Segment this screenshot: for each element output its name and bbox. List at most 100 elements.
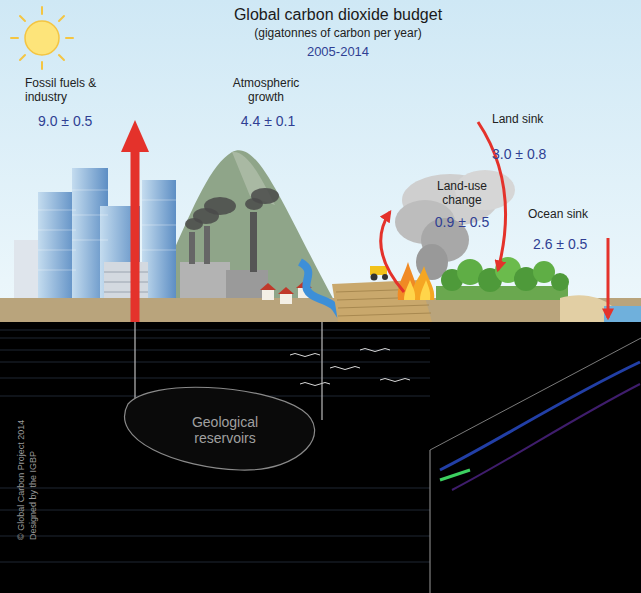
flux-value: 9.0 ± 0.5 xyxy=(38,113,128,129)
underground xyxy=(290,349,410,386)
sun xyxy=(41,7,43,14)
forest xyxy=(436,257,569,300)
credit-note: Designed by the IGBP xyxy=(28,370,38,540)
diagram-title: Global carbon dioxide budget xyxy=(168,6,508,24)
forest-fire xyxy=(404,280,415,300)
power-plant xyxy=(251,188,279,204)
underground xyxy=(452,384,640,490)
village xyxy=(262,290,274,300)
city xyxy=(104,272,148,302)
city xyxy=(142,200,176,201)
copyright-note: © Global Carbon Project 2014 xyxy=(16,370,26,540)
flux-arrows xyxy=(131,150,140,322)
city xyxy=(38,230,76,231)
sun xyxy=(41,62,43,69)
sky xyxy=(0,0,641,322)
sun xyxy=(59,55,64,60)
farmland xyxy=(370,266,387,275)
flux-arrows xyxy=(381,212,404,292)
power-plant xyxy=(180,262,230,302)
reservoir-label: Geological reservoirs xyxy=(170,414,280,446)
underground xyxy=(0,562,430,563)
city xyxy=(142,250,176,251)
coast xyxy=(560,295,641,322)
city xyxy=(38,190,176,270)
village xyxy=(280,294,292,304)
underground xyxy=(380,379,410,382)
underground xyxy=(440,470,470,480)
flux-name: Atmospheric growth xyxy=(216,77,316,105)
underground xyxy=(0,510,430,511)
underground xyxy=(125,387,315,470)
city xyxy=(38,250,76,251)
coast xyxy=(604,306,641,322)
farmland xyxy=(382,274,388,280)
sun xyxy=(59,16,64,21)
sun xyxy=(20,16,25,21)
forest xyxy=(551,273,569,291)
city xyxy=(104,292,148,293)
underground xyxy=(360,349,390,352)
underground xyxy=(0,378,430,379)
underground xyxy=(134,322,135,405)
period-label: 2005-2014 xyxy=(278,45,398,60)
sun xyxy=(66,37,73,39)
flux-name: Land-use change xyxy=(424,180,500,208)
underground xyxy=(290,354,320,357)
flux-value: 2.6 ± 0.5 xyxy=(533,236,613,252)
underground xyxy=(0,330,430,331)
sun xyxy=(20,55,25,60)
city xyxy=(38,210,76,211)
forest-fire xyxy=(398,262,435,300)
power-plant xyxy=(189,232,195,264)
farmland xyxy=(338,305,429,308)
flux-value: 3.0 ± 0.8 xyxy=(492,146,582,162)
forest-fire xyxy=(398,262,417,300)
underground xyxy=(0,362,430,363)
underground xyxy=(0,330,430,562)
city xyxy=(38,270,76,271)
underground xyxy=(0,350,430,351)
city xyxy=(104,282,148,283)
forest-fire xyxy=(420,280,430,300)
underground xyxy=(0,322,641,593)
flux-value: 0.9 ± 0.5 xyxy=(417,214,507,230)
flux-value: 4.4 ± 0.1 xyxy=(223,113,313,129)
underground xyxy=(0,488,430,489)
power-plant xyxy=(180,188,279,302)
underground xyxy=(330,367,360,370)
flux-name: Land sink xyxy=(492,113,582,127)
underground xyxy=(430,338,641,450)
power-plant xyxy=(226,270,268,302)
underground xyxy=(430,450,431,593)
city xyxy=(142,225,176,226)
flux-arrows xyxy=(121,120,149,152)
sun xyxy=(11,7,73,69)
underground xyxy=(0,322,641,593)
underground xyxy=(321,322,322,420)
flux-arrows xyxy=(478,122,506,270)
flux-name: Fossil fuels & industry xyxy=(25,77,117,105)
underground xyxy=(0,338,430,339)
power-plant xyxy=(250,212,257,272)
sun xyxy=(25,21,59,55)
underground xyxy=(440,362,640,470)
forest-fire xyxy=(412,266,435,300)
city xyxy=(72,190,108,191)
power-plant xyxy=(204,197,236,215)
underground xyxy=(300,383,330,386)
power-plant xyxy=(204,226,210,264)
village xyxy=(260,283,276,290)
flux-arrows xyxy=(607,238,610,318)
flux-name: Ocean sink xyxy=(528,208,628,222)
unit-subtitle: (gigatonnes of carbon per year) xyxy=(198,27,478,41)
farmland xyxy=(338,313,431,316)
city xyxy=(72,215,108,216)
village xyxy=(278,287,294,294)
city xyxy=(104,272,148,273)
farmland xyxy=(371,274,378,281)
city xyxy=(72,240,108,241)
sun xyxy=(11,7,73,69)
power-plant xyxy=(185,188,279,230)
